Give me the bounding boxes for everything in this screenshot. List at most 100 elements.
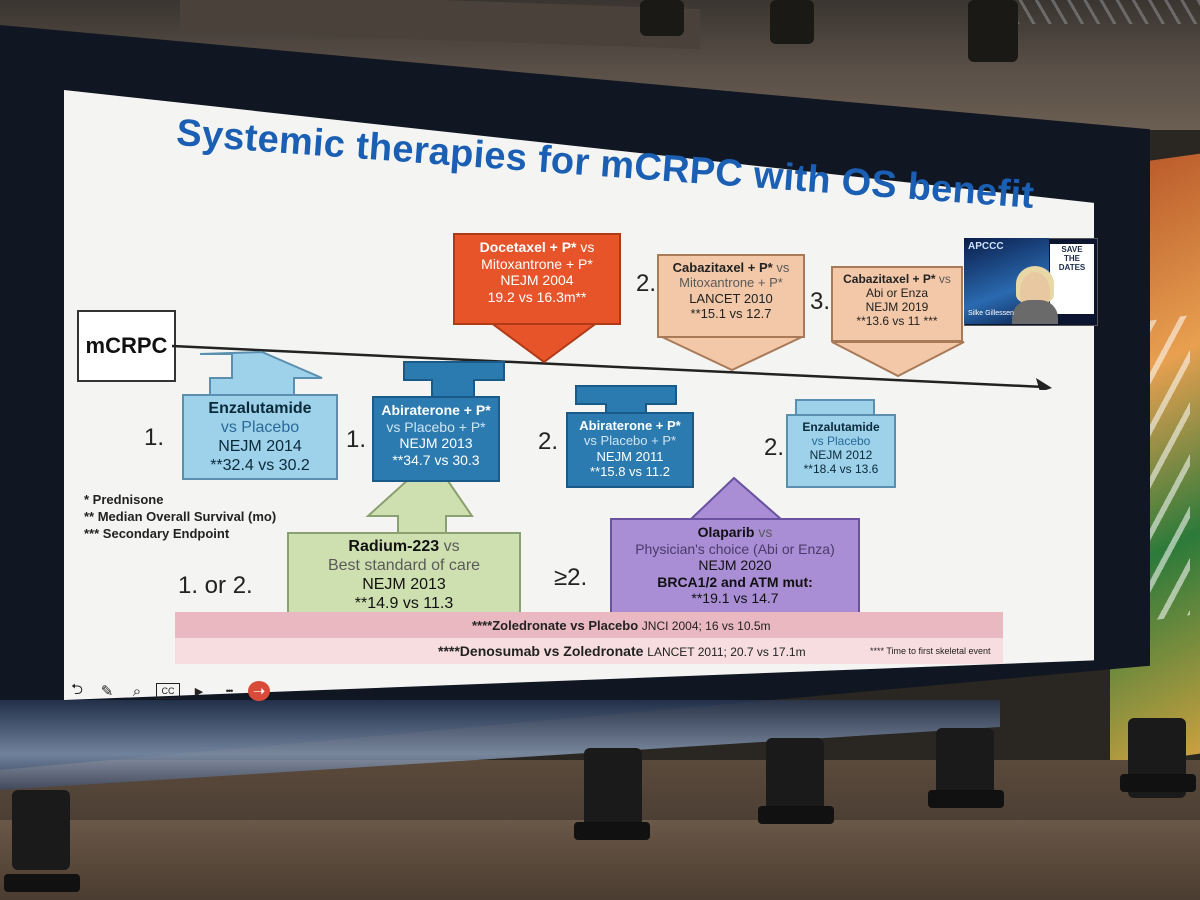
lighting-truss (1000, 0, 1200, 24)
docetaxel-box: Docetaxel + P* vs Mitoxantrone + P* NEJM… (453, 233, 621, 325)
drug-name: Radium-223 (348, 538, 440, 555)
vs-label: vs (758, 524, 773, 540)
vs-label: vs (580, 239, 595, 255)
abiraterone-2013-box: Abiraterone + P* vs Placebo + P* NEJM 20… (372, 396, 500, 482)
record-icon[interactable]: ➝ (248, 681, 270, 701)
order-number: 2. (538, 428, 559, 455)
drug-name: Enzalutamide (208, 400, 312, 417)
zoledronate-result: JNCI 2004; 16 vs 10.5m (641, 619, 771, 633)
olaparib-box: Olaparib vs Physician's choice (Abi or E… (610, 518, 860, 614)
drug-name: Cabazitaxel + P* (843, 272, 936, 286)
ceiling-spotlight (640, 0, 684, 36)
source: NEJM 2013 (362, 575, 446, 593)
source: NEJM 2014 (218, 437, 302, 455)
comparator: Mitoxantrone + P* (481, 255, 593, 272)
source: NEJM 2004 (500, 272, 574, 289)
source: NEJM 2020 (698, 557, 772, 574)
stage-light (584, 748, 642, 828)
cabazitaxel-2019-box: Cabazitaxel + P* vs Abi or Enza NEJM 201… (831, 266, 963, 342)
source: NEJM 2011 (596, 448, 664, 464)
source: NEJM 2013 (399, 435, 473, 452)
comparator: Mitoxantrone + P* (679, 275, 783, 291)
comparator: vs Placebo + P* (386, 418, 486, 435)
save-the-dates-card: SAVE THE DATES (1050, 244, 1094, 314)
presentation-controls: ⮌ ✎ ⌕ CC ▶ ••• ➝ (66, 680, 270, 702)
stage-light-base (574, 822, 650, 840)
legend-prednisone: * Prednisone (84, 492, 164, 507)
denosumab-bar (175, 638, 1003, 664)
drug-name: Docetaxel + P* (479, 239, 577, 255)
drug-name: Abiraterone + P* (579, 418, 681, 433)
enzalutamide-2014-box: Enzalutamide vs Placebo NEJM 2014 **32.4… (182, 394, 338, 480)
abiraterone-2013-up-arrow (403, 361, 505, 399)
stage-light-base (4, 874, 80, 892)
drug-name: Abiraterone + P* (381, 402, 491, 418)
order-number: 1. (144, 424, 165, 451)
ceiling-spotlight (968, 0, 1018, 62)
docetaxel-down-arrow (486, 321, 602, 364)
cc-icon[interactable]: CC (156, 683, 180, 699)
comparator: Physician's choice (Abi or Enza) (635, 540, 835, 557)
vs-label: vs (776, 260, 790, 275)
timeline-arrowhead (1036, 378, 1052, 390)
save-dates-line: DATES (1058, 262, 1086, 272)
pen-icon[interactable]: ✎ (100, 683, 114, 700)
timeline-line (172, 344, 1045, 389)
save-dates-line: SAVE (1061, 245, 1083, 254)
order-number: ≥2. (554, 564, 588, 591)
source: LANCET 2010 (689, 290, 773, 306)
denosumab-trial: ****Denosumab vs Zoledronate (438, 643, 644, 659)
speaker-name: Silke Gillessen (968, 310, 1014, 317)
order-number: 3. (810, 288, 831, 315)
conference-logo: APCCC (968, 241, 1004, 252)
legend-median-os: ** Median Overall Survival (mo) (84, 509, 277, 524)
result: **32.4 vs 30.2 (210, 456, 310, 474)
source: NEJM 2012 (809, 448, 873, 463)
order-number: 2. (764, 434, 785, 461)
olaparib-up-arrow (687, 476, 785, 523)
speaker-body (1012, 300, 1058, 324)
order-number: 2. (636, 270, 657, 297)
result: **15.8 vs 11.2 (590, 463, 670, 479)
result: **15.1 vs 12.7 (690, 305, 772, 321)
camera-icon[interactable]: ▶ (194, 685, 204, 698)
order-number: 1. or 2. (178, 572, 253, 599)
result: **34.7 vs 30.3 (392, 451, 480, 468)
result: **19.1 vs 14.7 (691, 590, 779, 607)
cabazitaxel-2010-down-arrow (659, 335, 805, 372)
stage-light (12, 790, 70, 870)
vs-label: vs (443, 538, 460, 555)
comparator: Best standard of care (327, 556, 481, 574)
skeletal-event-note: **** Time to first skeletal event (870, 646, 991, 656)
order-number: 1. (346, 426, 367, 453)
back-icon[interactable]: ⮌ (70, 680, 83, 698)
zoledronate-trial: ****Zoledronate vs Placebo (472, 618, 639, 633)
drug-name: Enzalutamide (802, 420, 880, 434)
stage-light-base (758, 806, 834, 824)
stage-light-base (1120, 774, 1196, 792)
result: **18.4 vs 13.6 (803, 462, 879, 477)
save-dates-line: THE (1064, 253, 1080, 263)
more-icon[interactable]: ••• (225, 686, 233, 696)
ceiling-spotlight (770, 0, 814, 44)
radium-223-box: Radium-223 vs Best standard of care NEJM… (287, 532, 521, 618)
stage-light-base (928, 790, 1004, 808)
result: **14.9 vs 11.3 (354, 594, 454, 612)
enzalutamide-2012-box: Enzalutamide vs Placebo NEJM 2012 **18.4… (786, 414, 896, 488)
source: NEJM 2019 (865, 300, 929, 315)
comparator: vs Placebo + P* (583, 433, 677, 449)
search-icon[interactable]: ⌕ (132, 682, 142, 700)
stage-light (766, 738, 824, 818)
drug-name: Cabazitaxel + P* (672, 260, 773, 275)
zoledronate-bar (175, 612, 1003, 638)
comparator: Abi or Enza (865, 286, 929, 301)
denosumab-result: LANCET 2011; 20.7 vs 17.1m (647, 645, 806, 659)
radium-up-arrow (365, 477, 474, 535)
cabazitaxel-2010-box: Cabazitaxel + P* vs Mitoxantrone + P* LA… (657, 254, 805, 338)
result: **13.6 vs 11 *** (856, 314, 938, 329)
zoledronate-text: ****Zoledronate vs Placebo JNCI 2004; 16… (472, 618, 771, 633)
drug-name: Olaparib (697, 524, 755, 540)
result: 19.2 vs 16.3m** (487, 288, 587, 305)
cabazitaxel-2019-down-arrow (831, 341, 965, 378)
